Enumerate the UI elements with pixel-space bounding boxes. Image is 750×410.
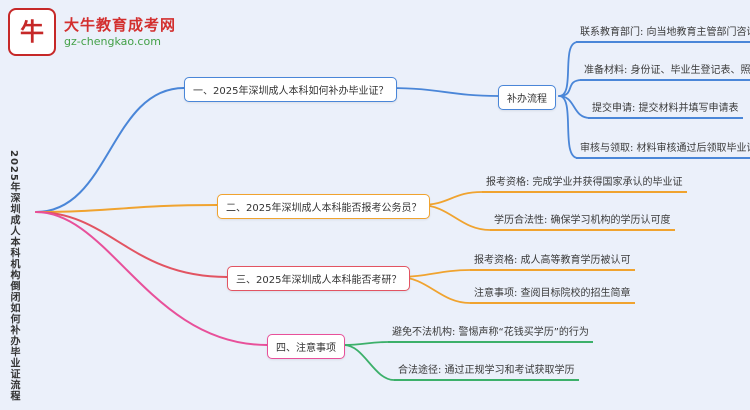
branch1-leaf-3: 提交申请: 提交材料并填写申请表 [588, 102, 743, 119]
branch1-topic: 一、2025年深圳成人本科如何补办毕业证？ [184, 77, 398, 102]
root-node: 2025年深圳成人本科机构倒闭如何补办毕业证流程 [8, 150, 19, 402]
branch1-leaf-2: 准备材料: 身份证、毕业生登记表、照片 [580, 64, 750, 81]
branch4-leaf-2: 合法途径: 通过正规学习和考试获取学历 [394, 364, 579, 381]
branch1-leaf-1: 联系教育部门: 向当地教育主管部门咨询 [576, 26, 750, 43]
site-logo[interactable]: 牛 大牛教育成考网 gz-chengkao.com [8, 8, 176, 56]
brand-name: 大牛教育成考网 [64, 15, 177, 34]
branch3-leaf-2: 注意事项: 查阅目标院校的招生简章 [470, 287, 635, 304]
brand-domain: gz-chengkao.com [64, 34, 161, 48]
branch1-subtopic: 补办流程 [498, 85, 556, 110]
branch2-topic: 二、2025年深圳成人本科能否报考公务员？ [217, 194, 431, 219]
bull-logo-icon: 牛 [8, 8, 56, 56]
branch2-leaf-2: 学历合法性: 确保学习机构的学历认可度 [490, 214, 675, 231]
branch3-topic: 三、2025年深圳成人本科能否考研？ [227, 266, 411, 291]
branch4-topic: 四、注意事项 [267, 334, 345, 359]
branch3-leaf-1: 报考资格: 成人高等教育学历被认可 [470, 254, 635, 271]
branch2-leaf-1: 报考资格: 完成学业并获得国家承认的毕业证 [482, 176, 687, 193]
branch1-leaf-4: 审核与领取: 材料审核通过后领取毕业证 [576, 142, 750, 159]
branch4-leaf-1: 避免不法机构: 警惕声称“花钱买学历”的行为 [388, 326, 593, 343]
